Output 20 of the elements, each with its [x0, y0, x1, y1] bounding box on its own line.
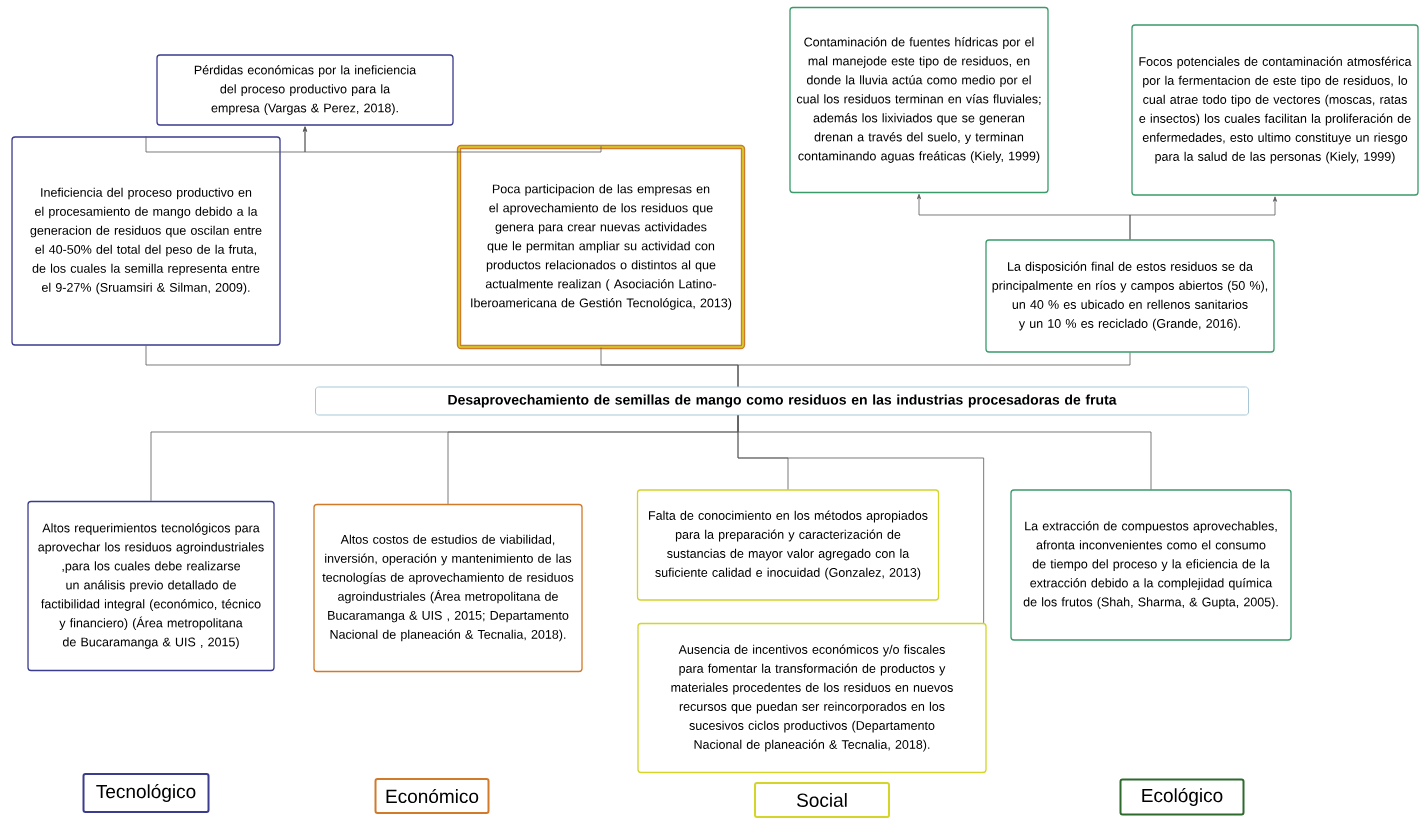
connector: [1129, 196, 1277, 240]
connector: [737, 415, 1152, 490]
text-box: Poca participacion de las empresas en el aprovechamiento de los residuos que genera para crear nuevas actividades que le permitan ampliar su actividad con productos relacionados o distintos al que actualmente realizan ( Asociación Latino-Iberoamericana de Gestión Tecnológica, 2013): [456, 144, 746, 350]
text-box: Focos potenciales de contaminación atmosférica por la fermentacion de este tipo de residuos, lo cual atrae todo tipo de vectores (moscas, ratas e insectos) los cuales facilitan la proliferación de enfermedades, esto ultimo constituye un riesgo para la salud de las personas (Kiely, 1999): [1131, 24, 1419, 196]
text-box: Pérdidas económicas por la ineficiencia del proceso productivo para la empresa (Vargas & Perez, 2018).: [156, 54, 454, 126]
connector: [303, 126, 602, 153]
title-box: Desaprovechamiento de semillas de mango como residuos en las industrias procesadoras de fruta: [315, 386, 1249, 416]
category-box: Económico: [374, 778, 490, 814]
text-box: La disposición final de estos residuos se da principalmente en ríos y campos abiertos (50 %), un 40 % es ubicado en rellenos sanitarios y un 10 % es reciclado (Grande, 2016).: [985, 239, 1275, 353]
text-box: Altos costos de estudios de viabilidad, inversión, operación y mantenimiento de las tecnologías de aprovechamiento de residuos agroindustriales (Área metropolitana de Bucaramanga & UIS , 2015; Departamento Nacional de planeación & Tecnalia, 2018).: [313, 503, 583, 673]
category-box: Tecnológico: [82, 773, 210, 813]
text-box: La extracción de compuestos aprovechables, afronta inconvenientes como el consumo de tiempo del proceso y la eficiencia de la extracción debido a la complejidad química de los frutos (Shah, Sharma, & Gupta, 2005).: [1010, 489, 1292, 641]
text-box: Contaminación de fuentes hídricas por el mal manejode este tipo de residuos, en donde la lluvia actúa como medio por el cual los residuos terminan en vías fluviales; además los lixiviados que se generan drenan a través del suelo, y terminan contaminando aguas freáticas (Kiely, 1999): [789, 6, 1049, 194]
text-box: Altos requerimientos tecnológicos para aprovechar los residuos agroindustriales ,para los cuales debe realizarse un análisis previo detallado de factibilidad integral (económico, técnico y financiero) (Área metropolitana de Bucaramanga & UIS , 2015): [27, 500, 275, 672]
text-box: Ausencia de incentivos económicos y/o fiscales para fomentar la transformación de productos y materiales procedentes de los residuos en nuevos recursos que puedan ser reincorporados en los sucesivos ciclos productivos (Departamento Nacional de planeación & Tecnalia, 2018).: [637, 622, 987, 774]
category-box: Ecológico: [1119, 778, 1245, 816]
connector: [737, 352, 1131, 387]
text-box: Ineficiencia del proceso productivo en el procesamiento de mango debido a la generacion de residuos que oscilan entre el 40-50% del total del peso de la fruta, de los cuales la semilla representa entre el 9-27% (Sruamsiri & Silman, 2009).: [11, 136, 281, 346]
category-box: Social: [754, 782, 890, 818]
text-box: Falta de conocimiento en los métodos apropiados para la preparación y caracterización de sustancias de mayor valor agregado con la suficiente calidad e inocuidad (Gonzalez, 2013): [636, 489, 940, 601]
